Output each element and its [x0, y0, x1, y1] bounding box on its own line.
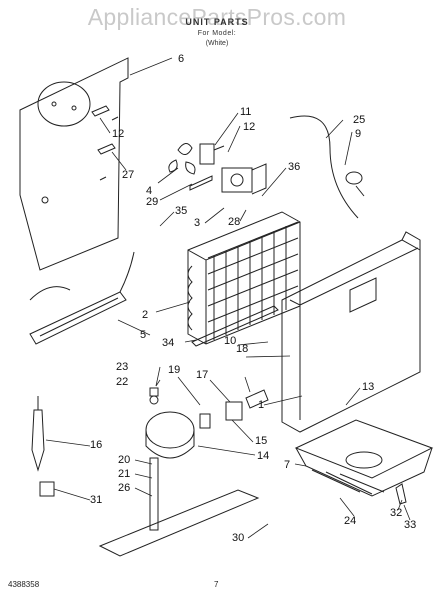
callout-32: 32: [390, 507, 402, 519]
callout-15: 15: [255, 435, 267, 447]
start-relay: [225, 401, 243, 421]
callout-36: 36: [288, 161, 300, 173]
doc-number: 4388358: [8, 580, 40, 589]
overload-clip: [245, 389, 269, 409]
callout-9: 9: [355, 128, 361, 140]
model-line: For Model:: [197, 30, 237, 37]
callout-20: 20: [118, 454, 130, 466]
diagram-title: UNIT PARTS: [185, 17, 249, 27]
callout-33: 33: [404, 519, 416, 531]
callout-14: 14: [257, 450, 269, 462]
relay-assembly: [221, 163, 267, 195]
callout-31: 31: [90, 494, 102, 506]
callout-12: 12: [112, 128, 124, 140]
callout-29: 29: [146, 196, 158, 208]
back-panel: [19, 57, 129, 271]
callout-27: 27: [122, 169, 134, 181]
callout-28: 28: [228, 216, 240, 228]
callout-34: 34: [162, 337, 174, 349]
callout-7: 7: [284, 459, 290, 471]
callout-18: 18: [236, 343, 248, 355]
mount-stud: [149, 457, 159, 531]
callout-17: 17: [196, 369, 208, 381]
callout-11: 11: [240, 106, 251, 118]
base-plate: [98, 489, 260, 557]
condenser-coil: [187, 211, 301, 345]
callout-13: 13: [362, 381, 374, 393]
callout-21: 21: [118, 468, 130, 480]
compressor: [145, 411, 211, 459]
callout-19: 19: [168, 364, 180, 376]
callout-26: 26: [118, 482, 130, 494]
callout-3: 3: [194, 217, 200, 229]
fan-assembly: [168, 143, 225, 191]
callout-6: 6: [178, 53, 184, 65]
callout-4: 4: [146, 185, 152, 197]
callout-1: 1: [258, 399, 264, 411]
page-number: 7: [214, 580, 219, 589]
callout-30: 30: [232, 532, 244, 544]
callout-12: 12: [243, 121, 255, 133]
callout-35: 35: [175, 205, 187, 217]
callout-22: 22: [116, 376, 128, 388]
drain-pan: [294, 419, 434, 497]
door-panel: [281, 231, 421, 433]
cord-bushing: [39, 481, 55, 497]
mounting-strip: [191, 305, 279, 347]
watermark: AppliancePartsPros.com: [87, 4, 347, 30]
callout-23: 23: [116, 361, 128, 373]
callout-5: 5: [140, 329, 146, 341]
bracket: [395, 483, 407, 505]
callout-16: 16: [90, 439, 102, 451]
drain-tube: [289, 115, 359, 219]
cap-tube: [345, 171, 365, 197]
callout-10: 10: [224, 335, 236, 347]
color-line: (White): [205, 40, 229, 47]
callout-2: 2: [142, 309, 148, 321]
heater-wire: [29, 251, 135, 345]
thermostat-bulb: [31, 396, 45, 472]
callout-25: 25: [353, 114, 365, 126]
callout-24: 24: [344, 515, 356, 527]
